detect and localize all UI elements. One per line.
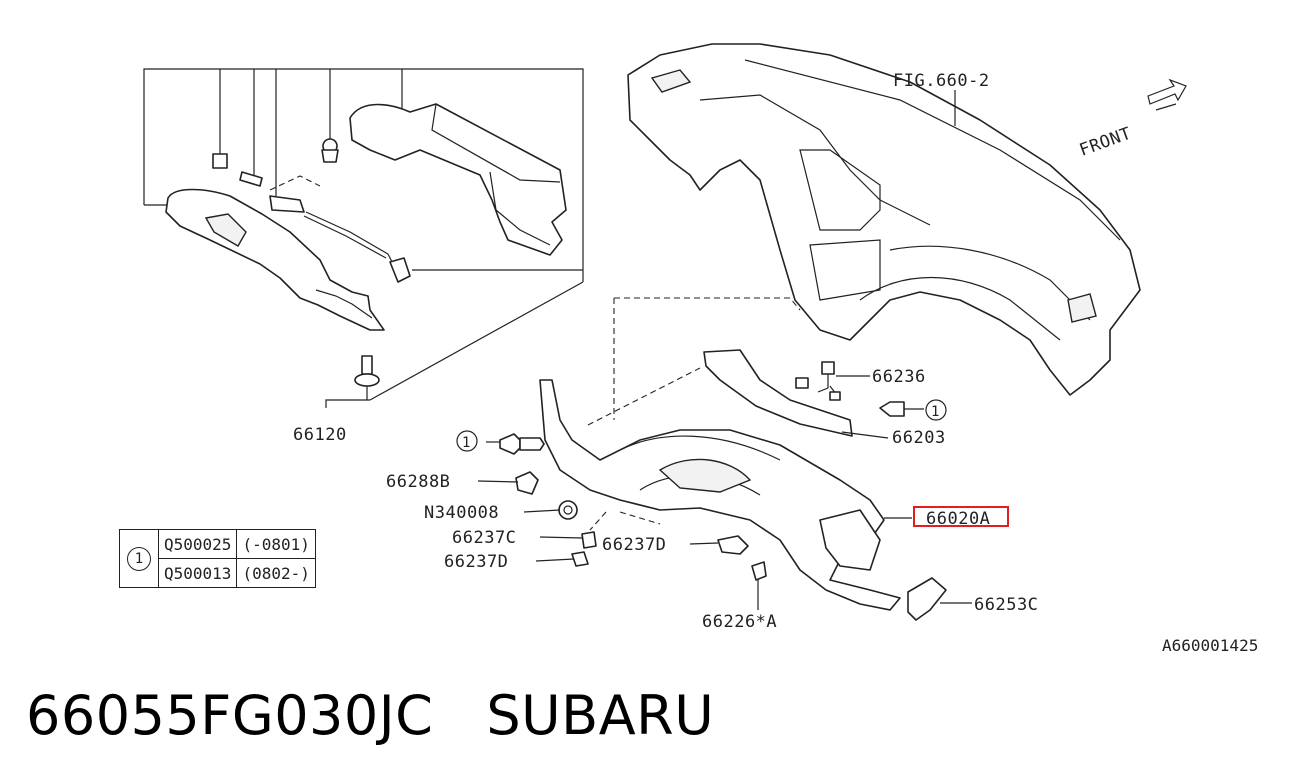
front-arrow: FRONT xyxy=(1077,78,1187,161)
part-label-66288b: 66288B xyxy=(386,472,450,492)
table-ref-number: 1 xyxy=(127,546,151,571)
leader-lines xyxy=(477,375,972,610)
fastener-table: 1 Q500025 (-0801) Q500013 (0802-) xyxy=(119,529,316,588)
callout-right: 1 xyxy=(925,399,947,421)
glove-box-assembly xyxy=(143,68,584,408)
table-cell-range: (0802-) xyxy=(236,558,316,588)
highlight-box xyxy=(913,506,1009,527)
front-label: FRONT xyxy=(1077,124,1134,161)
glove-box-bin xyxy=(349,103,567,256)
diagram-ref-code: A660001425 xyxy=(1162,636,1259,655)
table-ref-cell: 1 xyxy=(119,529,159,588)
part-label-66237d-left: 66237D xyxy=(444,552,508,572)
fig-ref-label: FIG.660-2 xyxy=(893,71,990,91)
part-label-66236: 66236 xyxy=(872,367,926,387)
part-label-66226a: 66226*A xyxy=(702,612,777,632)
instrument-panel xyxy=(627,43,1141,396)
fasteners xyxy=(499,361,947,621)
part-label-66120: 66120 xyxy=(293,425,347,445)
part-label-66237d-right: 66237D xyxy=(602,535,666,555)
part-label-n340008: N340008 xyxy=(424,503,499,523)
svg-text:1: 1 xyxy=(931,404,940,420)
part-label-66237c: 66237C xyxy=(452,528,516,548)
lower-panel-bracket xyxy=(539,297,901,611)
svg-text:1: 1 xyxy=(462,435,471,451)
table-cell-range: (-0801) xyxy=(236,529,316,559)
part-label-66253c: 66253C xyxy=(974,595,1038,615)
callout-left: 1 xyxy=(456,430,478,452)
part-number-caption: 66055FG030JC SUBARU xyxy=(26,684,715,747)
part-label-66020a: 66020A xyxy=(926,509,990,529)
table-cell-part: Q500025 xyxy=(157,529,238,559)
table-cell-part: Q500013 xyxy=(157,558,238,588)
part-label-66203: 66203 xyxy=(892,428,946,448)
